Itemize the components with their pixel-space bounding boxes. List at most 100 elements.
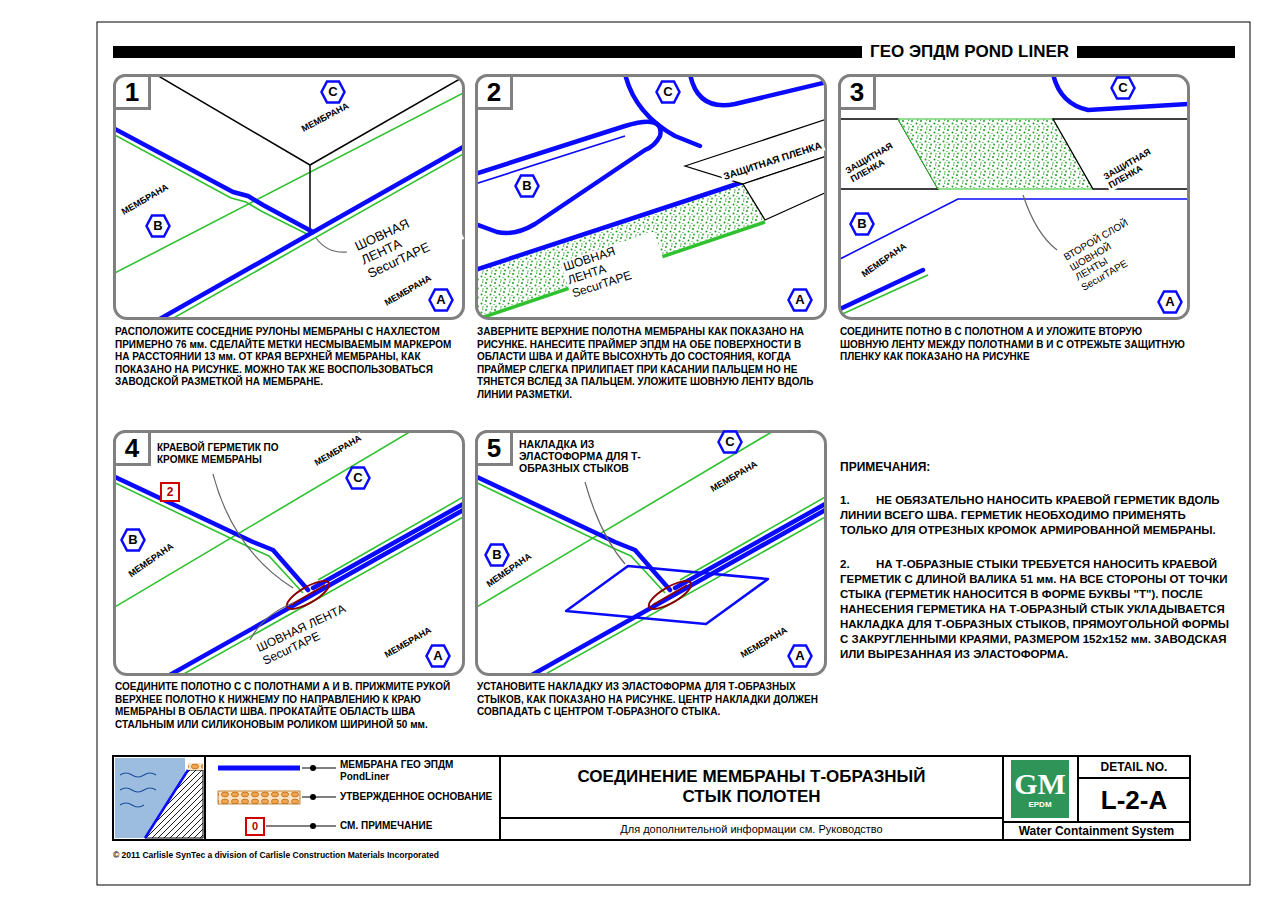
t-joint-cover bbox=[566, 566, 768, 624]
pond-slope bbox=[145, 770, 203, 838]
step-number-box: 3 bbox=[838, 74, 876, 110]
marker-line bbox=[115, 432, 413, 608]
legend-leader-dot bbox=[310, 823, 316, 829]
step-number: 1 bbox=[125, 78, 139, 106]
sheet-letter: B bbox=[128, 533, 137, 547]
pond-wave bbox=[120, 773, 156, 777]
detail-number-cell: DETAIL NO.L-2-A bbox=[1078, 756, 1190, 822]
sheet-letter: B bbox=[153, 219, 162, 233]
legend-text: СМ. ПРИМЕЧАНИЕ bbox=[340, 820, 500, 832]
sheet-hexagon: A bbox=[787, 644, 813, 668]
detail-text: L-2-A bbox=[1078, 778, 1190, 822]
legend-leader-dot bbox=[310, 765, 316, 771]
membrane-roll-edge bbox=[310, 76, 463, 165]
sheet-letter: C bbox=[328, 85, 337, 99]
membrane-edge bbox=[675, 503, 825, 588]
legend-text: МЕМБРАНА ГЕО ЭПДМ PondLiner bbox=[340, 759, 470, 783]
sheet-hexagon: B bbox=[145, 214, 171, 238]
membrane-edge-line bbox=[318, 496, 463, 580]
leader-line bbox=[1023, 195, 1057, 250]
sheet-letter: C bbox=[725, 435, 734, 449]
page-frame bbox=[97, 22, 1250, 885]
step-caption: РАСПОЛОЖИТЕ СОСЕДНИЕ РУЛОНЫ МЕМБРАНЫ С Н… bbox=[115, 326, 460, 389]
detail-text: DETAIL NO. bbox=[1078, 756, 1190, 778]
step-4-drawing bbox=[113, 430, 465, 680]
folded-membrane bbox=[625, 76, 700, 146]
note-text: НЕ ОБЯЗАТЕЛЬНО НАНОСИТЬ КРАЕВОЙ ГЕРМЕТИК… bbox=[840, 493, 1232, 538]
hexagon-outline bbox=[789, 290, 812, 311]
step-number-box: 5 bbox=[475, 430, 513, 466]
hexagon-outline bbox=[516, 176, 539, 197]
sheet-letter: B bbox=[492, 548, 501, 562]
logo-badge: GMEPDM bbox=[1011, 760, 1069, 818]
sheet-hexagon: B bbox=[120, 528, 146, 552]
subtitle-text: Для дополнительной информации см. Руково… bbox=[500, 818, 1003, 840]
sheet-hexagon: A bbox=[428, 288, 454, 312]
sheet-hexagon: A bbox=[787, 288, 813, 312]
folded-membrane bbox=[477, 122, 661, 233]
drawing-title: СОЕДИНЕНИЕ МЕМБРАНЫ Т-ОБРАЗНЫЙ СТЫК ПОЛО… bbox=[500, 756, 1003, 818]
part-label: МЕМБРАНА bbox=[311, 432, 365, 469]
membrane-edge bbox=[840, 270, 923, 310]
hexagon-outline bbox=[1112, 78, 1135, 99]
membrane-edge bbox=[477, 476, 670, 590]
step-panel: НАКЛАДКА ИЗ ЭЛАСТОФОРМА ДЛЯ Т-ОБРАЗНЫХ С… bbox=[475, 430, 827, 676]
copyright-note: © 2011 Carlisle SynTec a division of Car… bbox=[113, 850, 439, 861]
logo-text: GM bbox=[1014, 768, 1066, 800]
sheet-hexagon: B bbox=[484, 543, 510, 567]
legend-text: УТВЕРЖДЕННОЕ ОСНОВАНИЕ bbox=[340, 791, 500, 803]
membrane-edge-line bbox=[840, 275, 928, 316]
note-text: НА Т-ОБРАЗНЫЕ СТЫКИ ТРЕБУЕТСЯ НАНОСИТЬ К… bbox=[840, 557, 1232, 662]
part-label: МЕМБРАНА bbox=[737, 624, 791, 661]
legend-base-sample bbox=[218, 791, 300, 804]
step-caption: СОЕДИНИТЕ ПОТНО В С ПОЛОТНОМ А И УЛОЖИТЕ… bbox=[840, 326, 1185, 364]
part-label: ШОВНАЯ ЛЕНТА SecurTAPE bbox=[560, 231, 667, 301]
legend-membrane-sample bbox=[218, 766, 300, 771]
hexagon-outline bbox=[789, 646, 812, 667]
membrane-edge-line bbox=[477, 482, 665, 593]
sheet-hexagon: B bbox=[514, 174, 540, 198]
membrane-edge bbox=[168, 509, 463, 674]
legend-callout-number: 0 bbox=[246, 818, 264, 835]
note-number: 2. bbox=[840, 557, 850, 572]
title-block-rule bbox=[500, 817, 1003, 819]
step-number-box: 1 bbox=[113, 74, 151, 110]
part-label: НАКЛАДКА ИЗ ЭЛАСТОФОРМА ДЛЯ Т-ОБРАЗНЫХ С… bbox=[517, 438, 671, 474]
sheet-letter: A bbox=[795, 293, 804, 307]
step-1-drawing bbox=[113, 74, 465, 324]
hexagon-outline bbox=[347, 468, 370, 489]
edge-sealant bbox=[283, 576, 333, 614]
hexagon-outline bbox=[719, 432, 742, 453]
sheet-header: ГЕО ЭПДМ POND LINER bbox=[862, 41, 1077, 63]
folded-membrane bbox=[690, 76, 825, 105]
title-block-rule bbox=[499, 756, 501, 840]
hexagon-outline bbox=[657, 82, 680, 103]
sheet-letter: A bbox=[436, 293, 445, 307]
sheet-hexagon: C bbox=[655, 80, 681, 104]
step-panel: ЗАЩИТНАЯ ПЛЕНКАШОВНАЯ ЛЕНТА SecurTAPE2CB… bbox=[475, 74, 827, 320]
membrane-edge bbox=[115, 476, 308, 590]
sheet-hexagon: C bbox=[1110, 76, 1136, 100]
leader-line bbox=[585, 482, 625, 564]
part-label: МЕМБРАНА bbox=[298, 100, 352, 136]
sheet-letter: C bbox=[663, 85, 672, 99]
part-label: КРАЕВОЙ ГЕРМЕТИК ПО КРОМКЕ МЕМБРАНЫ bbox=[155, 442, 299, 465]
pond-base bbox=[188, 763, 203, 770]
membrane-edge-line bbox=[115, 482, 303, 593]
membrane-edge bbox=[313, 503, 463, 588]
pond-wave bbox=[120, 788, 156, 792]
title-block-rule bbox=[204, 756, 206, 840]
hexagon-outline bbox=[486, 545, 509, 566]
sheet-hexagon: C bbox=[345, 466, 371, 490]
logo-text: EPDM bbox=[1028, 800, 1051, 810]
step-number: 3 bbox=[850, 78, 864, 106]
leader-line bbox=[213, 474, 293, 588]
legend-leader bbox=[266, 826, 336, 827]
part-label: МЕМБРАНА bbox=[858, 240, 910, 281]
step-number: 2 bbox=[487, 78, 501, 106]
step-caption: ЗАВЕРНИТЕ ВЕРХНИЕ ПОЛОТНА МЕМБРАНЫ КАК П… bbox=[477, 326, 822, 401]
title-block-rule bbox=[1003, 821, 1190, 823]
step-number: 4 bbox=[125, 434, 139, 462]
sheet-hexagon: A bbox=[425, 644, 451, 668]
part-label: МЕМБРАНА bbox=[381, 272, 435, 309]
